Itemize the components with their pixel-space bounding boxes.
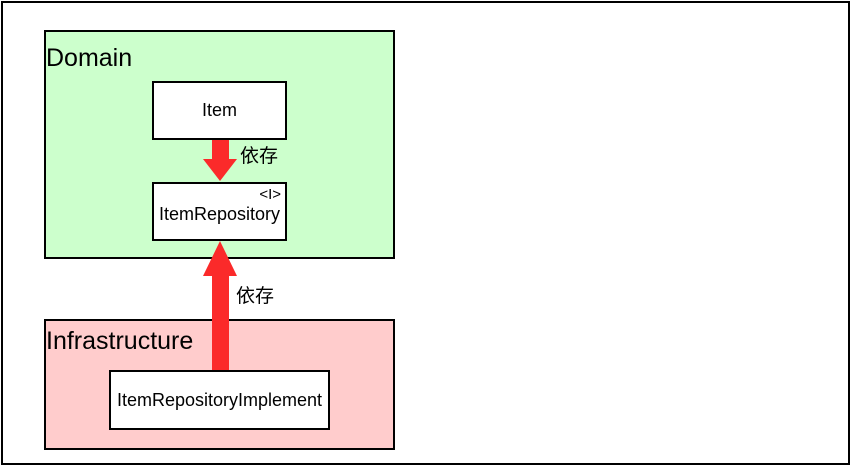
node-item-repository-label: ItemRepository bbox=[158, 204, 281, 224]
node-item-label: Item bbox=[201, 100, 237, 120]
dependency-label-top: 依存 bbox=[240, 146, 279, 167]
node-item-repository-implement-label: ItemRepositoryImplement bbox=[116, 389, 323, 410]
infrastructure-region-label: Infrastructure bbox=[46, 327, 194, 355]
node-item-repository-implement: ItemRepositoryImplement bbox=[109, 370, 330, 430]
dependency-arrow-down-icon bbox=[203, 140, 237, 181]
interface-stereotype: <I> bbox=[259, 186, 281, 203]
node-item: Item bbox=[152, 81, 287, 140]
domain-region-label: Domain bbox=[46, 44, 133, 72]
node-item-repository: <I> ItemRepository bbox=[152, 182, 287, 241]
dependency-label-bottom: 依存 bbox=[236, 286, 275, 307]
dependency-arrow-up-icon bbox=[203, 241, 237, 370]
